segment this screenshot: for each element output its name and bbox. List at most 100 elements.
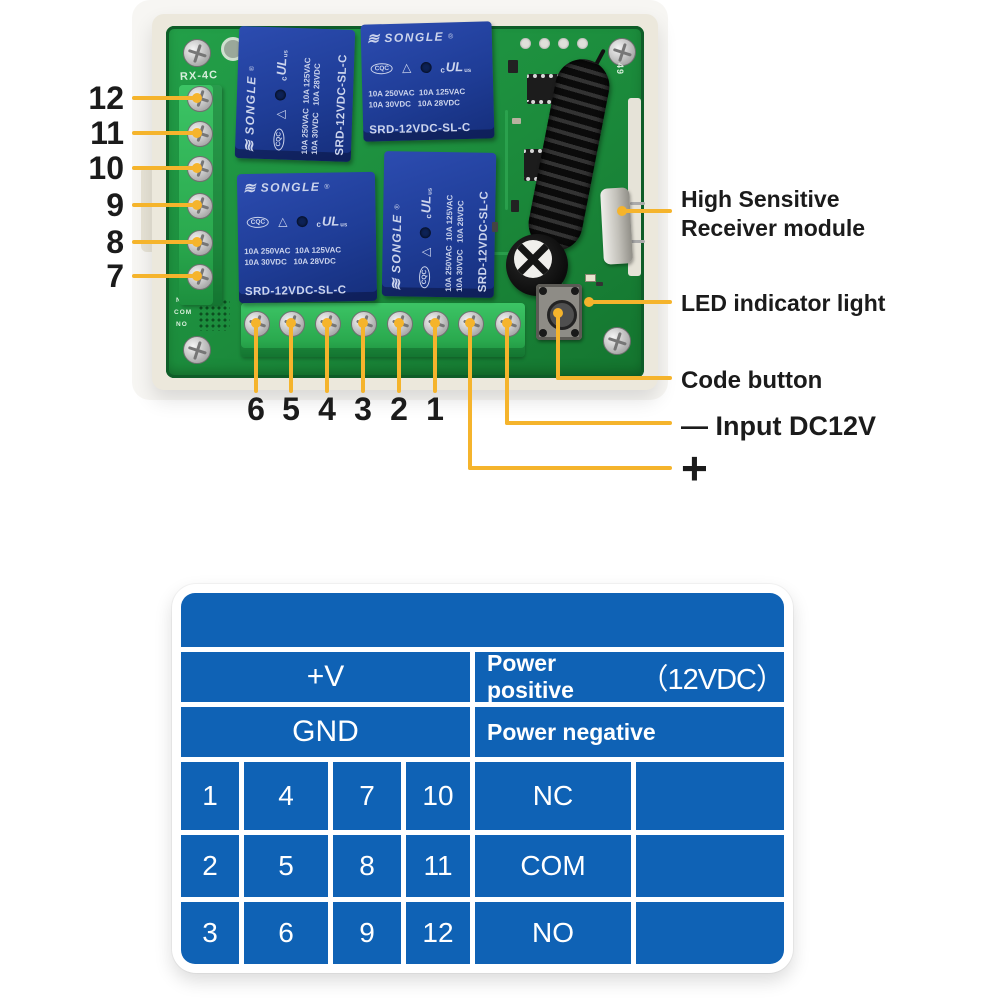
cell-10: 10 bbox=[406, 762, 470, 830]
capacitor-vent bbox=[514, 240, 552, 278]
callout-line bbox=[505, 323, 509, 425]
button-pin bbox=[571, 287, 579, 295]
crystal-leg bbox=[630, 202, 645, 205]
power-positive-voltage: （12VDC） bbox=[639, 664, 785, 696]
smd-component bbox=[511, 200, 519, 212]
songle-logo-icon: ≋ bbox=[365, 30, 383, 48]
code-button-label: Code button bbox=[681, 367, 823, 394]
callout-line bbox=[132, 274, 194, 278]
callout-line bbox=[132, 96, 194, 100]
callout-line bbox=[556, 313, 560, 380]
pin-label-11: 11 bbox=[90, 115, 124, 151]
callout-line bbox=[289, 323, 293, 393]
songle-logo-icon: ≋ bbox=[241, 136, 259, 154]
pin-label-5: 5 bbox=[282, 391, 300, 427]
receiver-crystal bbox=[600, 187, 633, 265]
callout-line bbox=[556, 376, 672, 380]
corner-screw bbox=[603, 327, 631, 355]
header-hole bbox=[577, 38, 588, 49]
callout-line bbox=[132, 166, 194, 170]
smd-component bbox=[596, 282, 603, 286]
button-pin bbox=[571, 329, 579, 337]
callout-line bbox=[325, 323, 329, 393]
callout-dot bbox=[192, 93, 202, 103]
corner-screw bbox=[183, 39, 211, 67]
pin-label-3: 3 bbox=[354, 391, 372, 427]
cell-com: COM bbox=[475, 835, 631, 897]
input-positive-label: + bbox=[681, 442, 708, 494]
power-negative-text: Power negative bbox=[487, 718, 656, 745]
cell-3: 3 bbox=[181, 902, 239, 964]
led-label: LED indicator light bbox=[681, 290, 886, 316]
cell-12: 12 bbox=[406, 902, 470, 964]
header-hole bbox=[558, 38, 569, 49]
smd-component bbox=[508, 60, 518, 73]
cell-1: 1 bbox=[181, 762, 239, 830]
callout-dot bbox=[192, 128, 202, 138]
receiver-label: High Sensitive Receiver module bbox=[681, 185, 865, 243]
silkscreen-com: COM bbox=[174, 309, 193, 316]
button-pin bbox=[539, 287, 547, 295]
callout-line bbox=[622, 209, 672, 213]
callout-line bbox=[361, 323, 365, 393]
callout-line bbox=[397, 323, 401, 393]
callout-line bbox=[468, 466, 672, 470]
callout-line bbox=[468, 323, 472, 470]
pin-label-2: 2 bbox=[390, 391, 408, 427]
callout-line bbox=[132, 203, 194, 207]
pin-label-9: 9 bbox=[106, 187, 124, 223]
cell-4: 4 bbox=[244, 762, 328, 830]
pin-description-table: +V Power positive（12VDC） GND Power negat… bbox=[172, 584, 793, 973]
songle-logo-icon: ≋ bbox=[387, 274, 406, 292]
triangle-mark-icon: △ bbox=[273, 109, 288, 120]
receiver-label-line1: High Sensitive bbox=[681, 186, 840, 212]
pcb-trace bbox=[470, 252, 530, 255]
cqc-mark-icon: CQC bbox=[370, 62, 394, 75]
callout-line bbox=[254, 323, 258, 393]
relay-model: SRD-12VDC-SL-C bbox=[369, 121, 471, 137]
smd-component bbox=[512, 118, 521, 124]
pin-label-7: 7 bbox=[106, 258, 124, 294]
pin-label-6: 6 bbox=[247, 391, 265, 427]
cqc-mark-icon: CQC bbox=[246, 216, 270, 228]
callout-dot bbox=[192, 237, 202, 247]
pin-label-10: 10 bbox=[88, 150, 124, 186]
pin-label-12: 12 bbox=[88, 80, 124, 116]
pin-label-1: 1 bbox=[426, 391, 444, 427]
board-model-silkscreen: RX-4C bbox=[179, 69, 219, 83]
callout-line bbox=[433, 323, 437, 393]
relay-pin-hole bbox=[420, 61, 432, 73]
pin-label-4: 4 bbox=[318, 391, 336, 427]
triangle-mark-icon: △ bbox=[278, 214, 288, 229]
input-dc12v-label: — Input DC12V bbox=[681, 411, 877, 441]
cell-gnd: GND bbox=[181, 707, 470, 757]
triangle-mark-icon: △ bbox=[418, 246, 433, 257]
cell-power-negative: Power negative bbox=[475, 707, 784, 757]
callout-dot bbox=[192, 271, 202, 281]
crystal-leg bbox=[630, 240, 645, 243]
callout-line bbox=[132, 131, 194, 135]
cell-plus-v: +V bbox=[181, 652, 470, 702]
cell-empty bbox=[636, 762, 784, 830]
corner-screw bbox=[183, 336, 211, 364]
header-hole bbox=[520, 38, 531, 49]
cell-empty bbox=[636, 902, 784, 964]
cell-5: 5 bbox=[244, 835, 328, 897]
callout-line bbox=[589, 300, 672, 304]
button-pin bbox=[539, 329, 547, 337]
cell-power-positive: Power positive（12VDC） bbox=[475, 650, 785, 703]
cell-empty bbox=[636, 835, 784, 897]
cell-11: 11 bbox=[406, 835, 470, 897]
callout-line bbox=[132, 240, 194, 244]
